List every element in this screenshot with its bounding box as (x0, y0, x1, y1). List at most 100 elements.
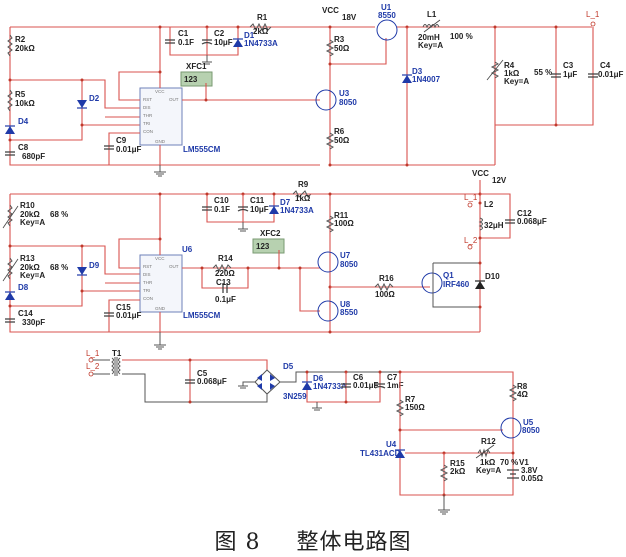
resistor-r16 (374, 282, 394, 292)
label-d9: D9 (89, 261, 100, 270)
label-d1: D1 (244, 31, 255, 40)
resistor-r9 (292, 190, 312, 198)
label-u7: U7 (340, 251, 351, 260)
resistor-r11 (325, 215, 335, 233)
value-r4: 1kΩ (504, 69, 520, 78)
label-c1: C1 (178, 29, 189, 38)
label-u5: U5 (523, 418, 534, 427)
label-r16: R16 (379, 274, 394, 283)
value-r15: 2kΩ (450, 467, 466, 476)
inductor-l2 (478, 217, 483, 231)
frequency-counter-xfc1 (180, 71, 213, 87)
diode-d4-icon (5, 126, 15, 134)
label-t1: T1 (112, 349, 122, 358)
bridge-rectifier-d5-icon (254, 369, 281, 395)
label-r11: R11 (334, 211, 349, 220)
label-r9: R9 (298, 180, 309, 189)
svg-text:THR: THR (143, 113, 153, 118)
value-c9: 0.01μF (116, 145, 141, 154)
value-c14: 330pF (22, 318, 45, 327)
label-v1: V1 (519, 458, 529, 467)
value-c12: 0.068μF (517, 217, 547, 226)
label-r4: R4 (504, 61, 515, 70)
label-c8: C8 (18, 143, 29, 152)
value-r2: 20kΩ (15, 44, 35, 53)
value-u7: 8050 (340, 260, 358, 269)
key-l1: Key=A (418, 41, 443, 50)
label-l2: L2 (484, 200, 494, 209)
resistor-r6 (325, 132, 335, 150)
transistor-u1-icon (376, 19, 398, 41)
resistor-r4 (490, 61, 500, 79)
ground-icon (154, 165, 166, 177)
label-d6: D6 (313, 374, 324, 383)
xfc1-display: 123 (184, 75, 198, 84)
terminal-l1-top: L_1 (586, 10, 600, 19)
terminal-l1-mid: L_1 (464, 193, 478, 202)
svg-text:TRI: TRI (143, 121, 150, 126)
zener-d7-icon (269, 206, 279, 214)
label-r6: R6 (334, 127, 345, 136)
svg-text:GND: GND (155, 306, 166, 311)
svg-text:OUT: OUT (169, 264, 179, 269)
value-r16: 100Ω (375, 290, 395, 299)
label-u1: U1 (381, 3, 392, 12)
key-r4: Key=A (504, 77, 529, 86)
circuit-schematic: R2 20kΩ R5 10kΩ D4 D2 C8 680pF VCC RST O… (2, 3, 623, 515)
label-d7: D7 (280, 198, 291, 207)
svg-text:CON: CON (143, 296, 153, 301)
value-u4: TL431ACD (360, 449, 401, 458)
value-u6: LM555CM (183, 311, 221, 320)
value-r13: 20kΩ (20, 263, 40, 272)
value-c8: 680pF (22, 152, 45, 161)
label-u4: U4 (386, 440, 397, 449)
label-c11: C11 (250, 196, 265, 205)
diode-d3-icon (402, 75, 412, 83)
section-middle-driver: R10 20kΩ Key=A 68 % R13 20kΩ Key=A 68 % … (2, 169, 547, 350)
vcc-value-top: 18V (342, 13, 357, 22)
label-u2-model: LM555CM (183, 145, 221, 154)
transistor-u5-icon (500, 417, 522, 439)
terminal-l1-bottom: L_1 (86, 349, 100, 358)
value-c5: 0.068μF (197, 377, 227, 386)
svg-text:THR: THR (143, 280, 153, 285)
value-r9: 1kΩ (295, 194, 311, 203)
diode-d8-icon (5, 292, 15, 300)
figure-title: 整体电路图 (296, 530, 412, 555)
label-r15: R15 (450, 459, 465, 468)
resistor-r12 (477, 448, 491, 458)
resistor-r2 (7, 34, 13, 57)
label-d5: D5 (283, 362, 294, 371)
value-r3: 50Ω (334, 44, 350, 53)
label-r5: R5 (15, 90, 26, 99)
label-d3: D3 (412, 67, 423, 76)
value-r10: 20kΩ (20, 210, 40, 219)
percent-r4: 55 % (534, 68, 552, 77)
label-c15: C15 (116, 303, 131, 312)
label-c12: C12 (517, 209, 532, 218)
percent-r12: 70 % (500, 458, 518, 467)
label-d10: D10 (485, 272, 500, 281)
label-c3: C3 (563, 61, 574, 70)
svg-text:OUT: OUT (169, 97, 179, 102)
label-r12: R12 (481, 437, 496, 446)
label-d2: D2 (89, 94, 100, 103)
zener-d1-icon (233, 39, 243, 47)
value-v1: 3.8V (521, 466, 538, 475)
label-r2: R2 (15, 35, 26, 44)
value-c1: 0.1F (178, 38, 194, 47)
resistor-r7 (395, 399, 405, 417)
resistor-r13 (7, 257, 13, 280)
label-c5: C5 (197, 369, 208, 378)
terminal-l2-bottom: L_2 (86, 362, 100, 371)
label-c7: C7 (387, 373, 398, 382)
esr-v1: 0.05Ω (521, 474, 544, 483)
label-r14: R14 (218, 254, 233, 263)
transistor-u8-icon (317, 300, 339, 322)
svg-text:VCC: VCC (155, 89, 165, 94)
svg-text:CON: CON (143, 129, 153, 134)
value-c11: 10μF (250, 205, 269, 214)
svg-text:TRI: TRI (143, 288, 150, 293)
ground-icon (154, 332, 166, 350)
percent-r13: 68 % (50, 263, 68, 272)
